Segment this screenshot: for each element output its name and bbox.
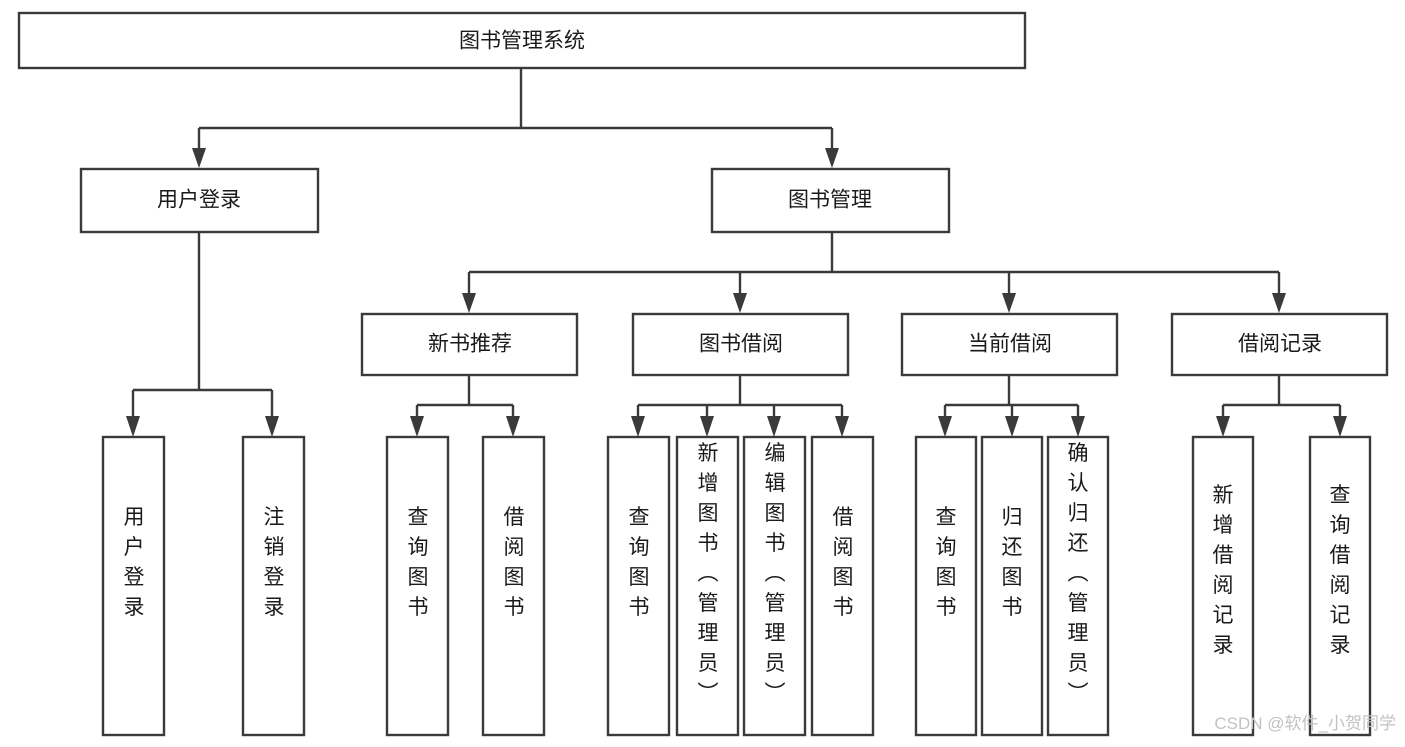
node-root-book-management-system[interactable]: 图书管理系统 xyxy=(17,11,1027,70)
leaf-book-borrow-edit-box xyxy=(742,435,807,737)
leaf-borrow-record-query[interactable]: 查询借阅记录 xyxy=(1308,435,1372,737)
arrow-book-borrow-leaf-1 xyxy=(631,416,645,437)
node-book-management[interactable]: 图书管理 xyxy=(710,167,951,234)
leaf-user-login-login[interactable]: 用户登录 xyxy=(101,435,166,737)
leaf-book-borrow-add[interactable]: 新增图书︵管理员︶ xyxy=(675,435,740,737)
arrow-book-mgmt-to-new-book xyxy=(462,293,476,313)
connector-group-book-mgmt xyxy=(462,232,1286,313)
arrow-book-borrow-leaf-3 xyxy=(767,416,781,437)
arrow-current-borrow-leaf-2 xyxy=(1005,416,1019,437)
leaf-user-login-logout-box xyxy=(241,435,306,737)
leaf-user-login-logout[interactable]: 注销登录 xyxy=(241,435,306,737)
connector-group-book-borrow xyxy=(631,375,849,437)
node-current-borrow-box xyxy=(900,312,1119,377)
node-book-management-label: 图书管理 xyxy=(788,189,872,212)
leaf-book-borrow-add-box xyxy=(675,435,740,737)
node-root-label: 图书管理系统 xyxy=(459,30,585,53)
connector-group-borrow-record xyxy=(1216,375,1347,437)
leaf-new-book-borrow[interactable]: 借阅图书 xyxy=(481,435,546,737)
leaf-current-borrow-query-label: 查询图书 xyxy=(936,506,957,619)
leaf-book-borrow-query[interactable]: 查询图书 xyxy=(606,435,671,737)
node-borrow-record-box xyxy=(1170,312,1389,377)
leaf-user-login-login-label: 用户登录 xyxy=(124,506,145,619)
connector-group-new-book xyxy=(410,375,520,437)
leaf-new-book-query-label: 查询图书 xyxy=(408,506,429,619)
arrow-user-login-leaf-1 xyxy=(126,416,140,437)
arrow-root-to-book-mgmt xyxy=(825,148,839,168)
leaf-book-borrow-borrow-label: 借阅图书 xyxy=(833,506,854,619)
leaf-new-book-borrow-box xyxy=(481,435,546,737)
node-user-login[interactable]: 用户登录 xyxy=(79,167,320,234)
arrow-book-mgmt-to-current xyxy=(1002,293,1016,313)
leaf-book-borrow-edit-label: 编辑图书︵管理员︶ xyxy=(765,442,786,705)
leaf-current-borrow-query[interactable]: 查询图书 xyxy=(914,435,978,737)
node-new-book-recommend-label: 新书推荐 xyxy=(428,333,512,356)
arrow-book-mgmt-to-borrow xyxy=(733,293,747,313)
connector-group-current-borrow xyxy=(938,375,1085,437)
leaf-borrow-record-query-label: 查询借阅记录 xyxy=(1330,484,1351,657)
leaf-new-book-query[interactable]: 查询图书 xyxy=(385,435,450,737)
arrow-root-to-user-login xyxy=(192,148,206,168)
node-borrow-record-label: 借阅记录 xyxy=(1238,333,1322,356)
node-current-borrow-label: 当前借阅 xyxy=(968,333,1052,356)
leaf-user-login-logout-label: 注销登录 xyxy=(264,506,285,619)
node-book-borrow-label: 图书借阅 xyxy=(699,333,783,356)
leaf-borrow-record-add-label: 新增借阅记录 xyxy=(1213,484,1234,657)
connector-group-user-login xyxy=(126,232,279,437)
node-book-management-box xyxy=(710,167,951,234)
leaf-current-borrow-return-box xyxy=(980,435,1044,737)
leaf-borrow-record-add-box xyxy=(1191,435,1255,737)
arrow-borrow-record-leaf-1 xyxy=(1216,416,1230,437)
arrow-book-borrow-leaf-4 xyxy=(835,416,849,437)
connector-group-root xyxy=(192,68,839,168)
node-borrow-record[interactable]: 借阅记录 xyxy=(1170,312,1389,377)
leaf-book-borrow-query-label: 查询图书 xyxy=(629,506,650,619)
arrow-new-book-leaf-1 xyxy=(410,416,424,437)
arrow-book-mgmt-to-record xyxy=(1272,293,1286,313)
leaf-new-book-borrow-label: 借阅图书 xyxy=(504,506,525,619)
leaf-book-borrow-borrow-box xyxy=(810,435,875,737)
leaf-book-borrow-add-label: 新增图书︵管理员︶ xyxy=(698,442,719,705)
csdn-watermark: CSDN @软件_小贺同学 xyxy=(1214,714,1396,733)
node-book-borrow-box xyxy=(631,312,850,377)
node-current-borrow[interactable]: 当前借阅 xyxy=(900,312,1119,377)
leaf-current-borrow-return-label: 归还图书 xyxy=(1002,506,1023,619)
arrow-book-borrow-leaf-2 xyxy=(700,416,714,437)
node-new-book-recommend-box xyxy=(360,312,579,377)
leaf-user-login-login-box xyxy=(101,435,166,737)
leaf-current-borrow-confirm-label: 确认归还︵管理员︶ xyxy=(1068,442,1089,705)
leaf-book-borrow-query-box xyxy=(606,435,671,737)
arrow-borrow-record-leaf-2 xyxy=(1333,416,1347,437)
leaf-borrow-record-add[interactable]: 新增借阅记录 xyxy=(1191,435,1255,737)
leaf-current-borrow-return[interactable]: 归还图书 xyxy=(980,435,1044,737)
arrow-user-login-leaf-2 xyxy=(265,416,279,437)
node-root-box xyxy=(17,11,1027,70)
arrow-current-borrow-leaf-3 xyxy=(1071,416,1085,437)
node-book-borrow[interactable]: 图书借阅 xyxy=(631,312,850,377)
leaf-current-borrow-confirm-box xyxy=(1046,435,1110,737)
leaf-current-borrow-query-box xyxy=(914,435,978,737)
leaf-book-borrow-borrow[interactable]: 借阅图书 xyxy=(810,435,875,737)
leaf-current-borrow-confirm[interactable]: 确认归还︵管理员︶ xyxy=(1046,435,1110,737)
node-user-login-box xyxy=(79,167,320,234)
arrow-new-book-leaf-2 xyxy=(506,416,520,437)
node-new-book-recommend[interactable]: 新书推荐 xyxy=(360,312,579,377)
node-user-login-label: 用户登录 xyxy=(157,189,241,212)
leaf-new-book-query-box xyxy=(385,435,450,737)
leaf-borrow-record-query-box xyxy=(1308,435,1372,737)
leaf-book-borrow-edit[interactable]: 编辑图书︵管理员︶ xyxy=(742,435,807,737)
arrow-current-borrow-leaf-1 xyxy=(938,416,952,437)
